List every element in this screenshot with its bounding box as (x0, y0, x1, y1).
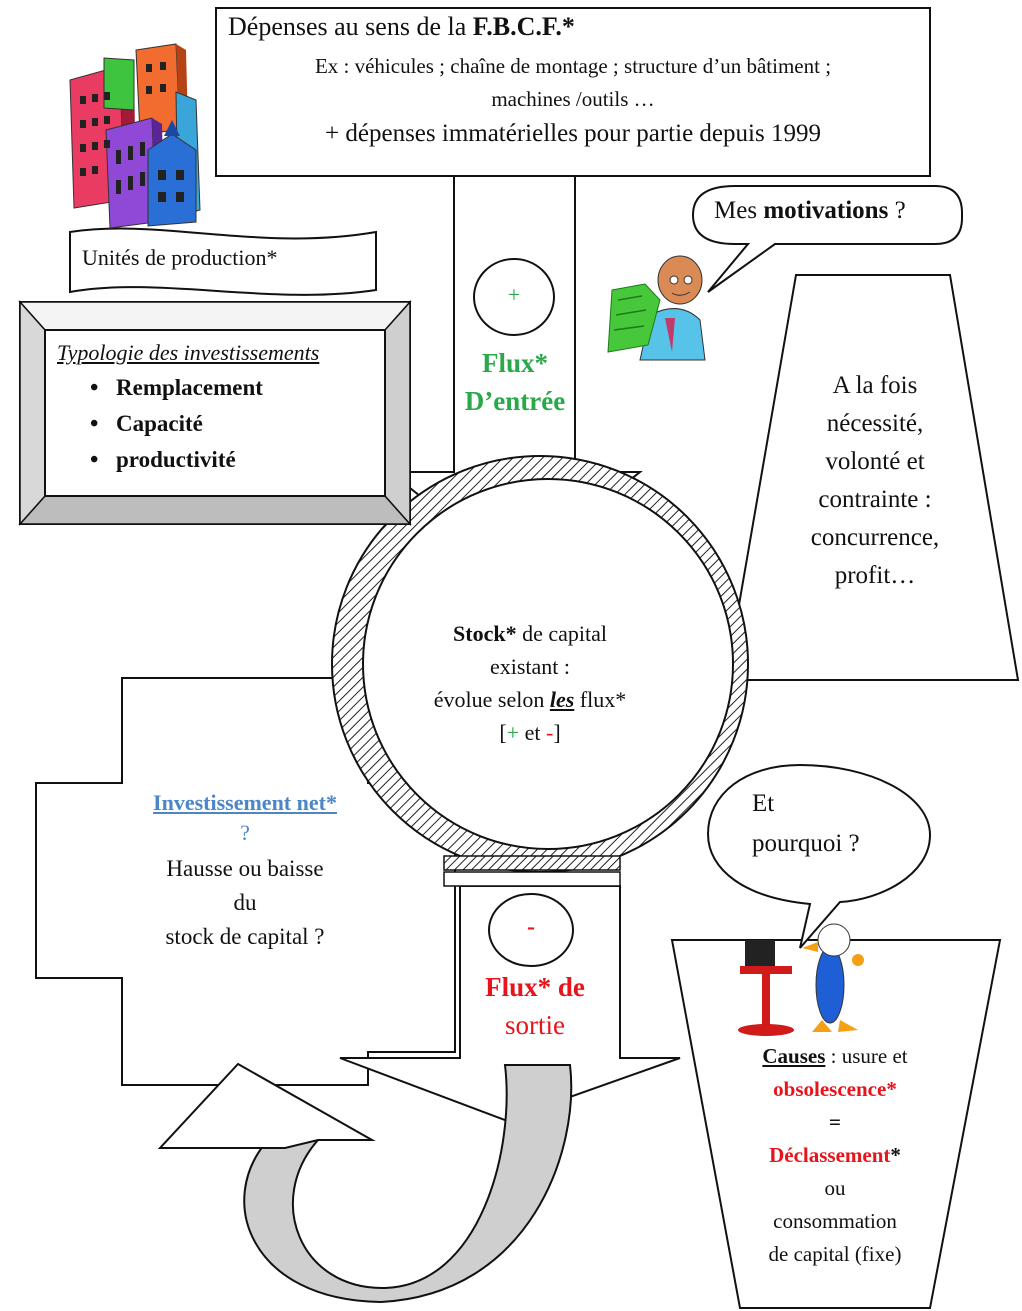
causes-rest: : usure et (825, 1044, 908, 1068)
units-label: Unités de production* (82, 245, 278, 270)
stock-bracket-close: ] (553, 720, 561, 745)
net-investment-q: ? (240, 820, 250, 845)
net-investment-line-1: Hausse ou baisse (166, 856, 324, 881)
causes-obsolescence: obsolescence* (773, 1077, 897, 1101)
typology-title: Typologie des investissements (57, 340, 320, 365)
trapezoid-line-5: concurrence, (810, 524, 940, 551)
motivations-text: Mes motivations ? (714, 197, 906, 225)
causes-line-6: consommation (773, 1209, 897, 1233)
motivations-suffix: ? (888, 197, 906, 224)
fbcf-immaterial: + dépenses immatérielles pour partie dep… (325, 120, 821, 147)
outflow-label-2: sortie (505, 1010, 565, 1040)
stock-text: Stock* de capital existant : évolue selo… (410, 617, 650, 749)
why-text: Et pourquoi ? (752, 784, 860, 864)
fbcf-machines: machines /outils … (491, 87, 655, 111)
fbcf-title: Dépenses au sens de la F.B.C.F.* (228, 12, 575, 42)
causes-equals: = (829, 1110, 841, 1134)
motivations-bubble (691, 185, 963, 293)
stock-line-3-a: évolue selon (433, 687, 550, 712)
net-investment-title: Investissement net* (153, 790, 337, 815)
fbcf-title-bold: F.B.C.F.* (472, 12, 575, 41)
causes-declassement: Déclassement (769, 1143, 891, 1167)
causes-label: Causes (762, 1044, 826, 1068)
stock-line-3: évolue selon les flux* (410, 683, 650, 716)
stock-and: et (519, 720, 546, 745)
outflow-bar (443, 855, 621, 871)
stock-minus: - (545, 720, 554, 745)
businessman-icon (607, 255, 706, 361)
inflow-label-2: D’entrée (464, 386, 566, 416)
stock-word: Stock* (453, 621, 517, 646)
trapezoid-text: A la fois nécessité, volonté et contrain… (780, 367, 970, 595)
outflow-sign-circle (488, 893, 574, 967)
trapezoid-line-4: contrainte : (818, 486, 932, 513)
fbcf-examples: Ex : véhicules ; chaîne de montage ; str… (314, 54, 832, 78)
inflow-sign: + (507, 282, 521, 307)
outflow-label-1: Flux* de (485, 972, 585, 1002)
fbcf-title-prefix: Dépenses au sens de la (228, 12, 473, 41)
outflow-sign: - (527, 914, 535, 940)
trapezoid-line-6: profit… (834, 562, 916, 589)
causes-line-7: de capital (fixe) (768, 1242, 902, 1266)
inflow-sign-circle (473, 258, 555, 336)
causes-line-4: Déclassement* (730, 1139, 940, 1172)
trapezoid-line-3: volonté et (825, 448, 925, 475)
net-investment-shape (35, 677, 456, 1086)
stock-bracket-open: [ (499, 720, 507, 745)
why-bubble (706, 763, 932, 949)
outflow-bar-under (443, 871, 621, 887)
trapezoid-line-1: A la fois (832, 372, 918, 399)
causes-text: Causes : usure et obsolescence* = Déclas… (730, 1040, 940, 1271)
stock-line-2: existant : (489, 654, 571, 679)
causes-line-1: Causes : usure et (730, 1040, 940, 1073)
inflow-label-1: Flux* (481, 348, 548, 378)
typology-item-remplacement: Remplacement (66, 370, 366, 406)
stock-plus: + (506, 720, 520, 745)
stock-line-4: [+ et -] (410, 716, 650, 749)
outflow-arrow (339, 885, 681, 1122)
buildings-icon (69, 43, 201, 229)
net-investment-line-2: du (233, 890, 257, 915)
causes-star: * (890, 1143, 901, 1167)
typology-list: Remplacement Capacité productivité (66, 370, 366, 478)
units-banner (69, 227, 377, 296)
stock-line-3-b: flux* (574, 687, 627, 712)
motivations-prefix: Mes (714, 197, 764, 224)
typology-item-productivite: productivité (66, 442, 366, 478)
stock-ring-inner (362, 478, 734, 850)
stock-line-1: Stock* de capital (410, 617, 650, 650)
return-arrow-head (157, 1062, 376, 1149)
trapezoid-line-2: nécessité, (826, 410, 924, 437)
net-investment-line-3: stock de capital ? (165, 924, 325, 949)
motivations-trapezoid (724, 274, 1020, 681)
stock-line-1-rest: de capital (516, 621, 607, 646)
motivations-bold: motivations (763, 197, 889, 224)
why-line-1: Et (752, 790, 775, 817)
duck-table-icon (738, 923, 864, 1036)
stock-line-3-em: les (549, 687, 575, 712)
net-investment-body: Hausse ou baisse du stock de capital ? (120, 852, 370, 954)
why-line-2: pourquoi ? (752, 830, 860, 857)
fbcf-box (215, 7, 931, 177)
typology-item-capacite: Capacité (66, 406, 366, 442)
causes-ou: ou (824, 1176, 846, 1200)
